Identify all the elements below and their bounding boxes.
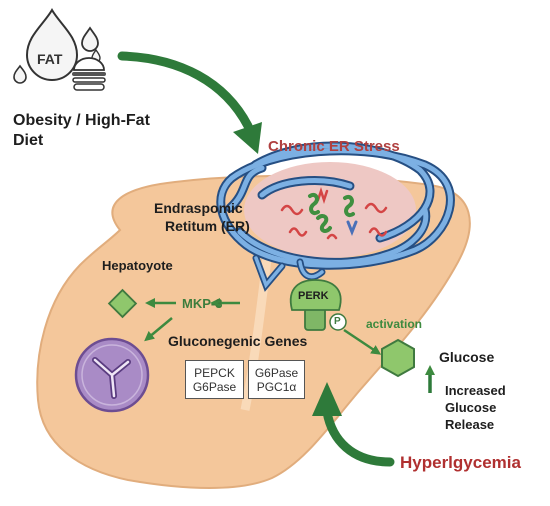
gene-box-1-line1: PEPCK — [194, 366, 235, 380]
small-drop-icon-2 — [13, 64, 27, 84]
glucose-label: Glucose — [439, 349, 495, 365]
mkp3-label: MKP-3 — [182, 296, 223, 311]
phospho-label: P — [334, 316, 341, 327]
glucose-release-line1: Increased — [445, 383, 506, 398]
glucose-hexagon — [381, 338, 415, 378]
gene-box-2: G6Pase PGC1α — [248, 360, 305, 399]
fat-label: FAT — [37, 51, 63, 67]
perk-to-glucose-arrow — [343, 328, 382, 355]
to-nucleus-arrow — [144, 317, 173, 342]
small-drop-icon — [81, 26, 99, 52]
diet-to-er-arrow — [117, 51, 253, 131]
gene-box-2-line2: PGC1α — [256, 380, 297, 394]
perk-receptor — [289, 279, 342, 331]
burger-icon — [72, 57, 106, 91]
mkp3-diamond — [107, 288, 138, 319]
gene-box-2-line1: G6Pase — [254, 366, 299, 380]
gene-box-1: PEPCK G6Pase — [185, 360, 244, 399]
hyperglycemia-label: Hyperlgycemia — [400, 453, 521, 472]
er-label-line2: Retitum (ER) — [165, 218, 250, 234]
misfolded-proteins — [280, 187, 388, 240]
diet-title-line2: Diet — [13, 132, 44, 149]
genes-title: Gluconegenic Genes — [168, 333, 308, 349]
glucose-release-line2: Glucose — [445, 400, 497, 415]
gene-box-1-line2: G6Pase — [192, 380, 237, 394]
er-organelle — [216, 141, 455, 292]
glucose-release-line3: Release — [445, 417, 495, 432]
phospho-circle — [329, 313, 347, 331]
er-label-line1: Endraspomic — [154, 200, 243, 216]
nucleus — [74, 337, 150, 413]
diet-title-line1: Obesity / High-Fat — [13, 112, 150, 129]
hyperglycemia-arrow — [322, 407, 395, 467]
activation-label: activation — [366, 317, 423, 331]
perk-label: PERK — [298, 290, 329, 302]
fat-drop-icon — [25, 7, 79, 81]
er-stress-label: Chronic ER Stress — [268, 138, 400, 155]
cell-label: Hepatoyote — [102, 258, 173, 273]
